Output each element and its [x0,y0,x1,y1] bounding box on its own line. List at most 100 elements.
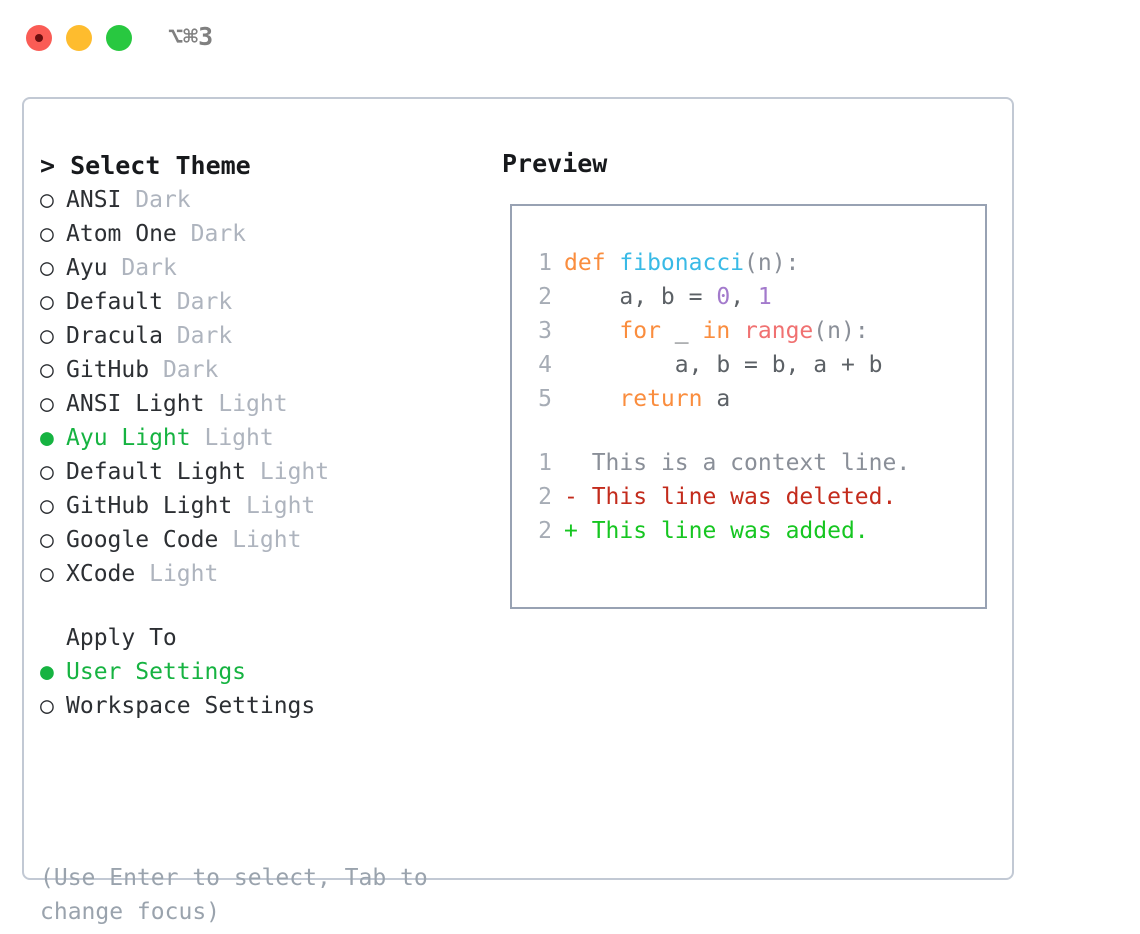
radio-selected-icon[interactable]: ● [40,659,54,685]
theme-kind-label: Dark [176,323,233,349]
code-token [564,386,619,412]
diff-sign: - [564,484,578,510]
radio-unselected-icon[interactable]: ○ [40,289,54,315]
code-token: 1 [757,284,772,310]
code-token: a, b = b, a + b [564,352,883,378]
code-token: 0 [716,284,731,310]
theme-kind-label: Dark [190,221,247,247]
label-space [135,561,149,587]
diff-sign: + [564,518,578,544]
label-space [149,357,163,383]
apply-to-option-row[interactable]: ● User Settings [40,655,480,689]
theme-kind-label: Dark [176,289,233,315]
code-token: return [619,386,703,412]
radio-unselected-icon[interactable]: ○ [40,561,54,587]
theme-option-row[interactable]: ○XCode Light [40,557,480,591]
line-number: 1 [538,450,552,476]
theme-option-row[interactable]: ○Default Light Light [40,455,480,489]
radio-unselected-icon[interactable]: ○ [40,357,54,383]
line-number: 2 [538,518,552,544]
keyboard-hint: (Use Enter to select, Tab to change focu… [40,865,442,925]
code-token: _ [660,318,703,344]
theme-selection-column: > Select Theme ○ANSI Dark○Atom One Dark○… [40,149,480,723]
theme-kind-label: Dark [135,187,191,213]
label-space [204,391,218,417]
window-title: ⌥⌘3 [168,22,214,51]
theme-name-label: Ayu [66,255,108,281]
label-space [218,527,232,553]
theme-name-label: Default [66,289,163,315]
diff-text: This line was added. [577,518,869,544]
theme-option-row[interactable]: ○GitHub Light Light [40,489,480,523]
theme-name-label: ANSI [66,187,122,213]
apply-to-heading-indent [40,621,66,655]
apply-to-option-row[interactable]: ○Workspace Settings [40,689,480,723]
theme-option-row[interactable]: ○Google Code Light [40,523,480,557]
radio-unselected-icon[interactable]: ○ [40,493,54,519]
theme-name-label: XCode [66,561,136,587]
theme-option-row[interactable]: ○ ANSI Dark [40,183,480,217]
line-number: 5 [538,386,552,412]
label-space [232,493,246,519]
minimize-window-icon[interactable] [66,25,92,51]
close-window-icon[interactable] [26,25,52,51]
radio-unselected-icon[interactable]: ○ [40,391,54,417]
radio-unselected-icon[interactable]: ○ [40,187,54,213]
line-number: 3 [538,318,552,344]
code-token: , [730,284,758,310]
line-number: 4 [538,352,552,378]
radio-unselected-icon[interactable]: ○ [40,693,54,719]
apply-to-heading-label: Apply To [66,625,177,651]
label-space [177,221,191,247]
diff-line: 1 This is a context line. [526,446,979,480]
diff-text: This line was deleted. [577,484,897,510]
code-token: a, b = [564,284,717,310]
diff-line: 2 + This line was added. [526,514,979,548]
title-bar: ⌥⌘3 [0,0,1140,76]
theme-picker-panel: > Select Theme ○ANSI Dark○Atom One Dark○… [22,97,1014,925]
code-line: 5 return a [526,382,979,416]
label-space [163,323,177,349]
theme-name-label: Dracula [66,323,163,349]
theme-option-row[interactable]: ○GitHub Dark [40,353,480,387]
code-token: a [702,386,731,412]
theme-kind-label: Light [218,391,288,417]
code-diff-spacer [526,416,979,446]
line-number: 2 [538,284,552,310]
diff-sign [564,450,578,476]
code-token [564,318,619,344]
code-token: (n): [813,318,869,344]
theme-kind-label: Light [259,459,330,485]
line-number: 1 [538,250,552,276]
theme-kind-label: Dark [162,357,219,383]
apply-to-heading: Apply To [40,621,480,655]
radio-selected-icon[interactable]: ● [40,425,54,451]
radio-unselected-icon[interactable]: ○ [40,221,54,247]
theme-option-row[interactable]: ○ Default Dark [40,285,480,319]
theme-option-row[interactable]: ○ Ayu Dark [40,251,480,285]
theme-option-row[interactable]: ○ANSI Light Light [40,387,480,421]
theme-option-row[interactable]: ○Atom One Dark [40,217,480,251]
apply-to-label: User Settings [66,659,247,685]
code-token [730,318,744,344]
radio-unselected-icon[interactable]: ○ [40,323,54,349]
select-theme-heading: > Select Theme [40,151,251,180]
theme-option-row[interactable]: ○ Dracula Dark [40,319,480,353]
theme-name-label: Ayu Light [66,425,191,451]
radio-unselected-icon[interactable]: ○ [40,255,54,281]
maximize-window-icon[interactable] [106,25,132,51]
diff-line: 2- This line was deleted. [526,480,979,514]
code-line: 3 for _ in range(n): [526,314,979,348]
radio-unselected-icon[interactable]: ○ [40,527,54,553]
theme-option-row[interactable]: ●Ayu Light Light [40,421,480,455]
theme-kind-label: Dark [121,255,177,281]
diff-sample: 1 This is a context line.2- This line wa… [526,446,979,548]
label-space [191,425,205,451]
radio-unselected-icon[interactable]: ○ [40,459,54,485]
label-space [121,187,135,213]
